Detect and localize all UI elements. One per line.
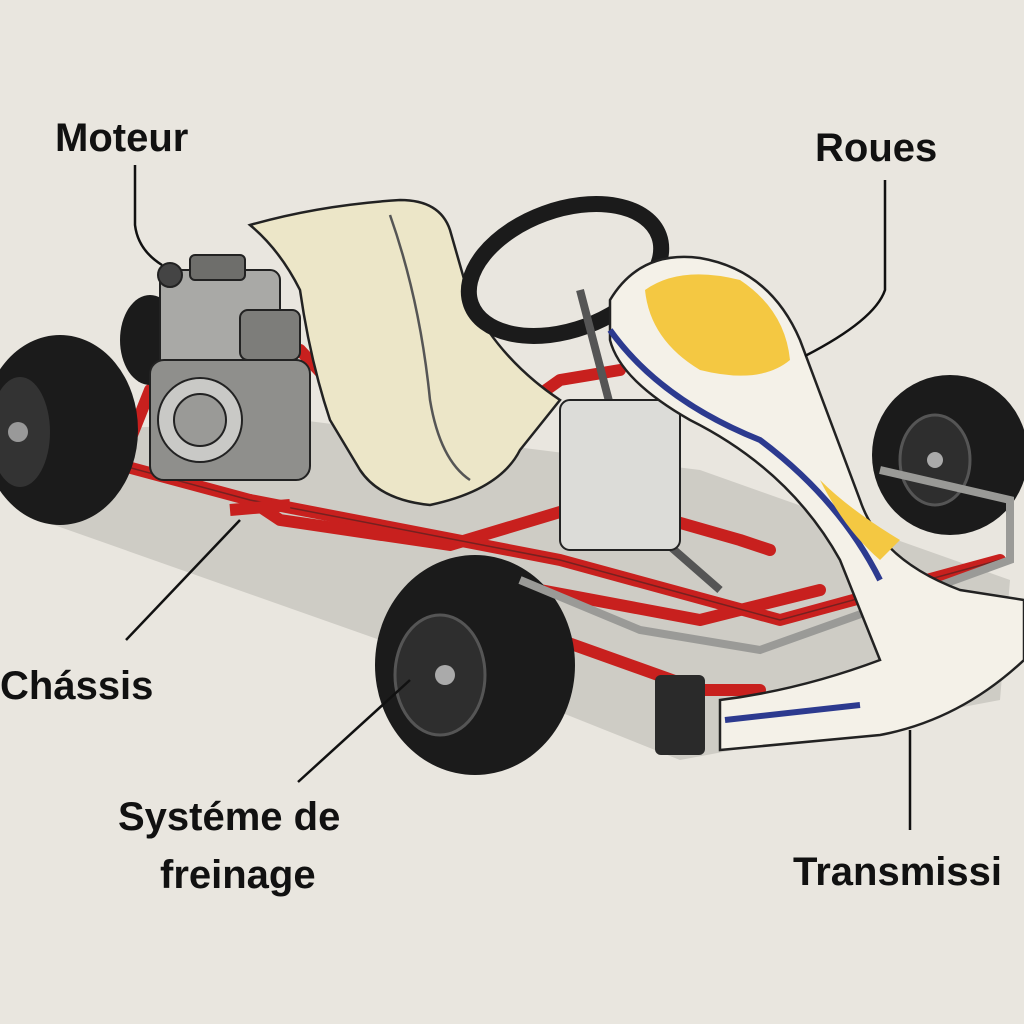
label-transmission: Transmissi: [793, 850, 1003, 894]
leader-wheels: [804, 180, 887, 358]
label-brakes-line1: Systéme de: [118, 795, 341, 839]
label-brakes-line2: freinage: [160, 853, 316, 897]
leader-lines: [125, 165, 912, 830]
leader-engine: [133, 165, 163, 267]
rear-left-wheel: [0, 335, 138, 525]
label-wheels: Roues: [815, 126, 938, 170]
engine: [149, 254, 311, 481]
leader-chassis: [125, 519, 241, 641]
label-chassis: Chássis: [0, 664, 154, 708]
seat: [247, 198, 562, 507]
brake-caliper: [655, 675, 705, 755]
label-engine: Moteur: [55, 116, 189, 160]
leader-brakes: [297, 679, 411, 783]
steering-wheel: [460, 196, 723, 594]
front-fairing: [607, 255, 1024, 752]
front-right-wheel: [872, 375, 1024, 535]
front-left-wheel: [375, 555, 575, 775]
